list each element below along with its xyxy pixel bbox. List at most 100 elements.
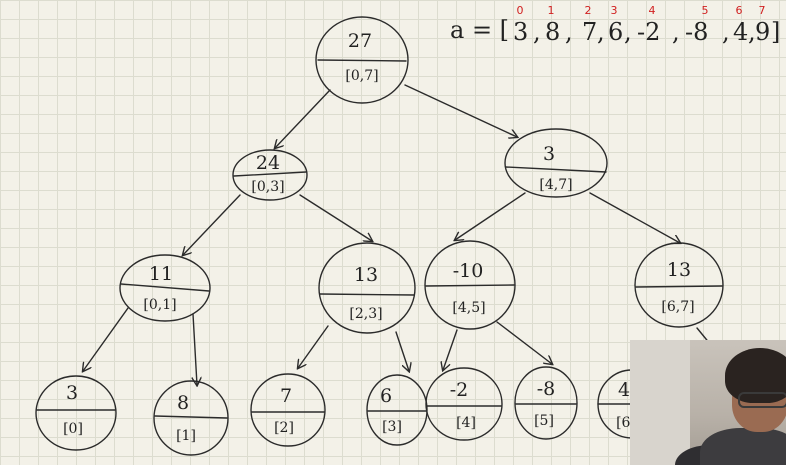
node-divider [635, 285, 723, 288]
node-value: 13 [667, 259, 691, 281]
array-value-5: -8 [685, 18, 708, 46]
array-index-0: 0 [517, 4, 524, 17]
array-value-2: 7 [582, 18, 597, 46]
array-comma: , [722, 18, 730, 46]
node-range: [2,3] [349, 306, 382, 322]
webcam-background [630, 340, 690, 465]
node-value: 4 [618, 379, 630, 401]
array-label: a = [ [450, 16, 509, 44]
node-circle [232, 149, 308, 201]
array-index-2: 2 [585, 4, 592, 17]
node-value: 3 [66, 382, 78, 404]
node-range: [0,1] [143, 297, 176, 313]
array-close-bracket: ] [771, 18, 780, 46]
tree-node-4-5: -10 [4,5] [424, 240, 516, 330]
edge-arrow [443, 329, 458, 370]
array-index-7: 7 [759, 4, 766, 17]
array-index-5: 5 [702, 4, 709, 17]
node-range: [6,7] [661, 299, 694, 315]
node-value: -10 [453, 260, 484, 282]
node-circle [634, 242, 724, 328]
tree-node-6-7: 13 [6,7] [634, 242, 724, 328]
array-comma: , [672, 18, 680, 46]
tree-node-root: 27 [0,7] [315, 16, 409, 104]
node-circle [424, 240, 516, 330]
node-range: [3] [382, 419, 402, 435]
array-comma: , [597, 18, 605, 46]
node-value: 7 [280, 385, 292, 407]
node-circle [35, 375, 117, 451]
array-value-6: 4 [733, 18, 748, 46]
tree-leaf-3: 6 [3] [366, 374, 428, 446]
node-circle [153, 380, 229, 456]
node-circle [318, 242, 416, 334]
node-value: -8 [537, 378, 556, 400]
node-circle [315, 16, 409, 104]
edge-arrow [395, 331, 409, 371]
node-circle [514, 366, 578, 440]
edge-arrow [496, 321, 552, 364]
node-divider [505, 166, 607, 173]
edge-arrow [589, 192, 680, 243]
array-value-4: -2 [637, 18, 660, 46]
edge-arrow [298, 325, 329, 368]
edge-arrow [455, 192, 526, 240]
node-circle [250, 373, 326, 447]
array-definition: a = [ 3 8 7 6 -2 -8 4 9 ] , , , , , , , … [450, 4, 780, 46]
node-divider [233, 171, 307, 177]
tree-node-0-3: 24 [0,3] [232, 149, 308, 201]
tree-leaf-1: 8 [1] [153, 380, 229, 456]
tree-leaf-4: -2 [4] [425, 367, 503, 441]
node-value: 11 [149, 263, 173, 285]
node-divider [154, 415, 228, 419]
array-index-4: 4 [649, 4, 656, 17]
array-comma: , [533, 18, 541, 46]
array-comma: , [565, 18, 573, 46]
tree-node-4-7: 3 [4,7] [504, 128, 608, 198]
edge-arrow [193, 313, 197, 385]
tree-edges [83, 84, 716, 385]
array-value-7: 9 [755, 18, 770, 46]
tree-node-2-3: 13 [2,3] [318, 242, 416, 334]
presenter-shirt [700, 428, 786, 465]
node-value: -2 [450, 379, 469, 401]
node-range: [4,7] [539, 177, 572, 193]
presenter-glasses [738, 392, 786, 408]
node-divider [120, 283, 210, 292]
node-range: [4] [456, 415, 476, 431]
array-comma: , [748, 18, 756, 46]
array-comma: , [624, 18, 632, 46]
node-value: 3 [543, 143, 555, 165]
edge-arrow [275, 89, 331, 148]
array-index-1: 1 [548, 4, 555, 17]
array-value-1: 8 [545, 18, 560, 46]
tree-leaf-2: 7 [2] [250, 373, 326, 447]
node-value: 8 [177, 392, 189, 414]
edge-arrow [83, 307, 129, 371]
node-circle [425, 367, 503, 441]
array-index-3: 3 [611, 4, 618, 17]
edge-arrow [183, 194, 241, 255]
node-value: 24 [256, 152, 280, 174]
node-circle [119, 254, 211, 322]
node-divider [425, 284, 515, 287]
node-range: [4,5] [452, 300, 485, 316]
node-range: [0] [63, 421, 83, 437]
node-divider [317, 59, 407, 62]
node-range: [2] [274, 420, 294, 436]
edge-arrow [404, 84, 517, 137]
node-range: [1] [176, 428, 196, 444]
webcam-overlay [630, 340, 786, 465]
tree-leaf-0: 3 [0] [35, 375, 117, 451]
node-value: 13 [354, 264, 378, 286]
tree-node-0-1: 11 [0,1] [119, 254, 211, 322]
node-divider [319, 293, 415, 296]
node-circle [504, 128, 608, 198]
node-range: [0,7] [345, 68, 378, 84]
node-value: 6 [380, 385, 392, 407]
array-index-6: 6 [736, 4, 743, 17]
node-range: [5] [534, 413, 554, 429]
node-value: 27 [348, 30, 372, 52]
edge-arrow [299, 194, 372, 241]
